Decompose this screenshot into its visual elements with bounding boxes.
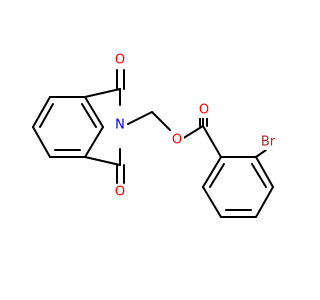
atom-labels: N O O O O Br [113, 52, 279, 200]
atom-label-bg [170, 132, 184, 148]
bromobenzene-group [202, 149, 274, 218]
atom-label-bg [113, 117, 127, 133]
bond [202, 186, 222, 218]
bond [84, 126, 104, 158]
atom-label-bg [197, 102, 211, 118]
bond [32, 126, 51, 158]
nitrogen-label: N [115, 118, 125, 133]
carbonyl-oxygen-top-label: O [115, 53, 125, 68]
atom-label-bg [257, 134, 279, 150]
bond [127, 111, 153, 125]
bond [32, 96, 51, 128]
bond [255, 156, 274, 188]
bond [151, 111, 171, 131]
atom-label-bg [113, 52, 127, 68]
bond [202, 125, 222, 158]
linker-group [127, 111, 171, 131]
ester-carbonyl-oxygen-label: O [199, 103, 209, 118]
ester-group [181, 113, 222, 158]
bond [81, 103, 97, 128]
phthalimide-group [32, 69, 125, 184]
bond [181, 125, 204, 140]
bond [84, 88, 121, 98]
bond [255, 149, 267, 158]
atom-label-bg [113, 184, 127, 200]
molecule-structure: N O O O O Br [32, 52, 279, 218]
bond [39, 103, 54, 128]
bond [251, 163, 267, 188]
bond [84, 156, 121, 166]
bond [209, 163, 225, 188]
bond [84, 96, 104, 128]
carbonyl-oxygen-bottom-label: O [115, 185, 125, 200]
bond [255, 186, 274, 218]
ester-oxygen-label: O [172, 133, 182, 148]
bromine-label: Br [261, 135, 276, 150]
bond [202, 156, 222, 188]
